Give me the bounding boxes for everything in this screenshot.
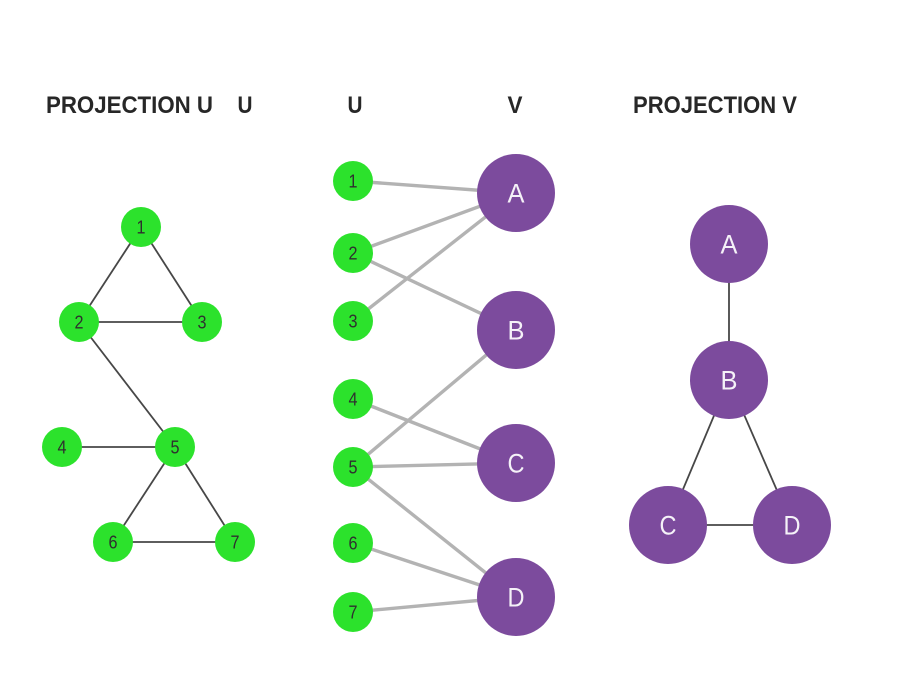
u-node-3 (333, 301, 373, 341)
v-column-label: V (508, 92, 523, 119)
node-label-D: D (508, 582, 525, 612)
node-label-C: C (660, 510, 677, 540)
node-label-7: 7 (231, 532, 240, 552)
node-label-A: A (508, 178, 525, 208)
node-label-C: C (508, 448, 525, 478)
v-node-B (477, 291, 555, 369)
node-label-5: 5 (349, 457, 358, 477)
node-label-6: 6 (109, 532, 118, 552)
u-node-3 (182, 302, 222, 342)
node-label-D: D (784, 510, 801, 540)
u-column-label: U (348, 92, 363, 119)
u-node-4 (333, 379, 373, 419)
u-node-6 (333, 523, 373, 563)
node-label-3: 3 (349, 311, 358, 331)
v-node-C (477, 424, 555, 502)
v-node-D (753, 486, 831, 564)
node-label-5: 5 (171, 437, 180, 457)
node-label-2: 2 (75, 312, 84, 332)
u-node-4 (42, 427, 82, 467)
node-label-4: 4 (58, 437, 67, 457)
node-label-3: 3 (198, 312, 207, 332)
u-node-2 (333, 233, 373, 273)
projection-u-title: PROJECTION U (46, 92, 213, 119)
u-node-1 (333, 161, 373, 201)
node-label-4: 4 (349, 389, 358, 409)
v-node-A (477, 154, 555, 232)
node-label-B: B (508, 315, 525, 345)
u-node-1 (121, 207, 161, 247)
projection-v-graph: A B C D (629, 205, 831, 564)
projection-v-title: PROJECTION V (633, 92, 797, 119)
v-node-C (629, 486, 707, 564)
node-label-2: 2 (349, 243, 358, 263)
node-label-1: 1 (349, 171, 358, 191)
edge-2-5 (78, 321, 176, 448)
node-label-1: 1 (137, 217, 146, 237)
node-label-B: B (721, 365, 738, 395)
projection-u-graph: 1 2 3 4 5 6 7 (42, 207, 255, 562)
node-label-6: 6 (349, 533, 358, 553)
node-label-7: 7 (349, 602, 358, 622)
u-node-5 (155, 427, 195, 467)
u-node-5 (333, 447, 373, 487)
header-row: PROJECTION U U U V PROJECTION V (46, 92, 797, 119)
u-node-6 (93, 522, 133, 562)
v-node-A (690, 205, 768, 283)
v-node-B (690, 341, 768, 419)
u-node-7 (333, 592, 373, 632)
node-label-A: A (721, 229, 738, 259)
u-node-7 (215, 522, 255, 562)
u-side-label: U (238, 92, 253, 119)
u-node-2 (59, 302, 99, 342)
bipartite-graph: 1 2 3 4 5 6 7 A B C D (333, 154, 555, 636)
v-node-D (477, 558, 555, 636)
